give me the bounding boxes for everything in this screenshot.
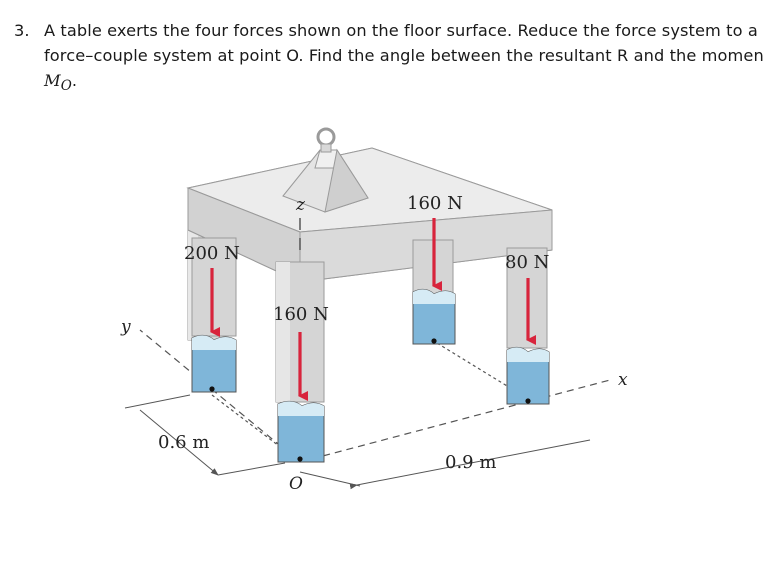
dimension-lines bbox=[124, 394, 591, 490]
dimension-depth: 0.6 m bbox=[158, 432, 209, 453]
problem-line-3: MO. bbox=[44, 71, 78, 95]
force-label-80: 80 N bbox=[505, 252, 549, 273]
problem-line-2: force–couple system at point O. Find the… bbox=[44, 46, 763, 65]
origin-label: O bbox=[289, 474, 303, 494]
table-leg-front-left bbox=[275, 261, 325, 403]
force-label-160-origin: 160 N bbox=[273, 304, 329, 325]
leg-cup-origin bbox=[277, 400, 325, 463]
weight-block bbox=[282, 127, 369, 213]
axis-label-y: y bbox=[120, 317, 131, 337]
axis-label-z: z bbox=[295, 195, 306, 215]
moment-symbol: M bbox=[44, 71, 61, 90]
moment-subscript: O bbox=[60, 78, 72, 95]
axis-label-x: x bbox=[618, 370, 628, 390]
force-arrows bbox=[210, 218, 536, 401]
force-label-200: 200 N bbox=[184, 243, 240, 264]
problem-number: 3. bbox=[14, 21, 30, 40]
table-leg-left-side bbox=[191, 237, 237, 337]
leg-cup-front-right bbox=[506, 346, 550, 405]
dimension-width: 0.9 m bbox=[445, 452, 496, 473]
leg-cup-back-right bbox=[412, 288, 456, 345]
force-label-160-back: 160 N bbox=[407, 193, 463, 214]
table-top bbox=[186, 147, 553, 283]
leg-cup-left bbox=[191, 334, 237, 393]
problem-statement: 3.A table exerts the four forces shown o… bbox=[14, 18, 763, 99]
problem-line-1: 3.A table exerts the four forces shown o… bbox=[14, 18, 758, 43]
